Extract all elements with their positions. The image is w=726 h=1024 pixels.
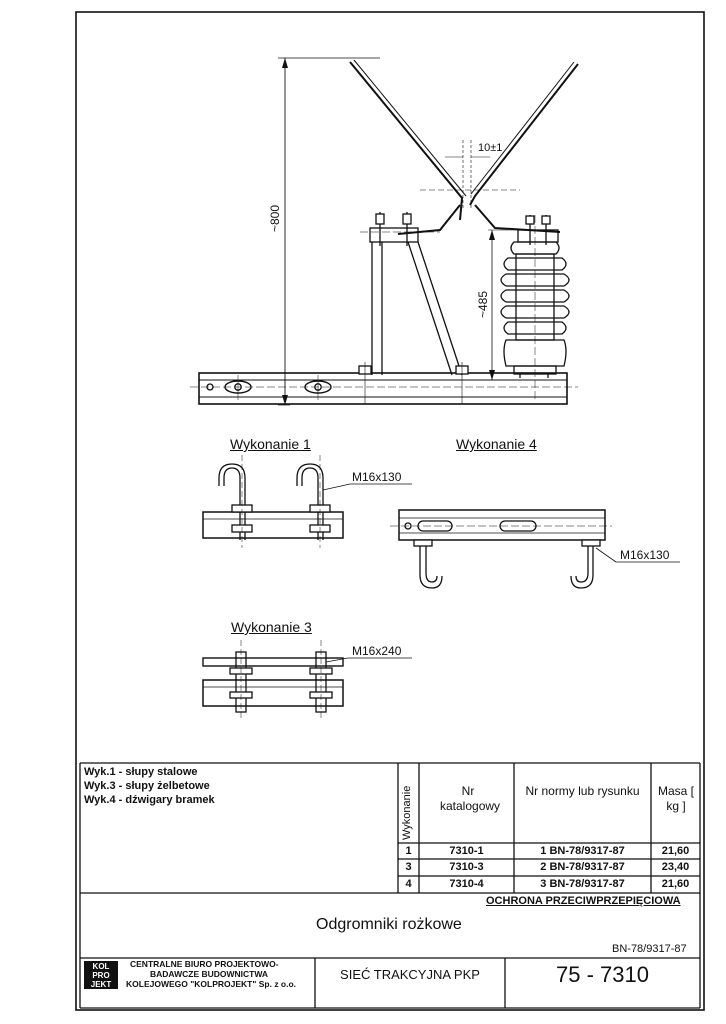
company-name-line-2: BADAWCZE BUDOWNICTWA	[150, 969, 269, 979]
kolprojekt-logo	[84, 961, 118, 989]
gap-dimension-label: 10±1	[478, 142, 503, 154]
detail-wykonanie-4-bolt-label: M16x130	[620, 548, 670, 562]
detail-wykonanie-4-title: Wykonanie 4	[456, 436, 537, 452]
logo-line-3: JEKT	[90, 980, 112, 989]
table-cell-mass: 23,40	[661, 861, 690, 873]
detail-wykonanie-3-drawing	[202, 640, 412, 718]
table-cell-variant: 3	[405, 861, 412, 873]
category-label: OCHRONA PRZECIWPRZEPIĘCIOWA	[486, 895, 681, 907]
table-header-mass: Masa [ kg ]	[657, 784, 694, 813]
detail-wykonanie-3-bolt-label: M16x240	[352, 644, 402, 658]
detail-wykonanie-4-drawing	[390, 509, 680, 589]
arrester-dimension-label: ~485	[476, 290, 490, 318]
table-header-catalog: Nr katalogowy	[440, 784, 501, 813]
note-wyk-1: Wyk.1 - słupy stalowe	[84, 766, 198, 778]
logo-line-1: KOL	[92, 962, 110, 971]
detail-wykonanie-1-drawing	[202, 455, 412, 548]
table-cell-catalog: 7310-1	[449, 845, 484, 857]
detail-wykonanie-1-bolt-label: M16x130	[352, 470, 402, 484]
company-name-line-3: KOLEJOWEGO "KOLPROJEKT" Sp. z o.o.	[126, 979, 297, 989]
table-cell-catalog: 7310-4	[449, 878, 484, 890]
sheet-border	[75, 11, 705, 1011]
note-wyk-3: Wyk.3 - słupy żelbetowe	[84, 780, 210, 792]
note-wyk-4: Wyk.4 - dźwigary bramek	[84, 794, 215, 806]
table-cell-mass: 21,60	[661, 878, 690, 890]
drawing-number: 75 - 7310	[556, 962, 649, 987]
table-cell-norm: 2 BN-78/9317-87	[540, 861, 625, 873]
drawing-title: Odgromniki rożkowe	[316, 916, 462, 933]
detail-wykonanie-1-title: Wykonanie 1	[230, 436, 311, 452]
norm-reference: BN-78/9317-87	[612, 943, 687, 955]
table-cell-norm: 3 BN-78/9317-87	[540, 878, 625, 890]
logo-line-2: PRO	[92, 971, 110, 980]
table-cell-mass: 21,60	[661, 845, 690, 857]
detail-wykonanie-3-title: Wykonanie 3	[231, 619, 312, 635]
table-header-norm: Nr normy lub rysunku	[525, 784, 640, 798]
table-cell-norm: 1 BN-78/9317-87	[540, 845, 625, 857]
table-cell-variant: 1	[405, 845, 412, 857]
system-name: SIEĆ TRAKCYJNA PKP	[340, 967, 480, 982]
company-name-line-1: CENTRALNE BIURO PROJEKTOWO-	[130, 959, 279, 969]
table-cell-variant: 4	[405, 878, 412, 890]
main-assembly-drawing	[190, 57, 579, 406]
logo-letters: KOL PRO JEKT	[86, 962, 116, 989]
table-header-variant: Wykonanie	[401, 785, 413, 840]
height-dimension-label: ~800	[268, 204, 282, 232]
table-cell-catalog: 7310-3	[449, 861, 484, 873]
title-block-grid	[79, 762, 701, 1009]
